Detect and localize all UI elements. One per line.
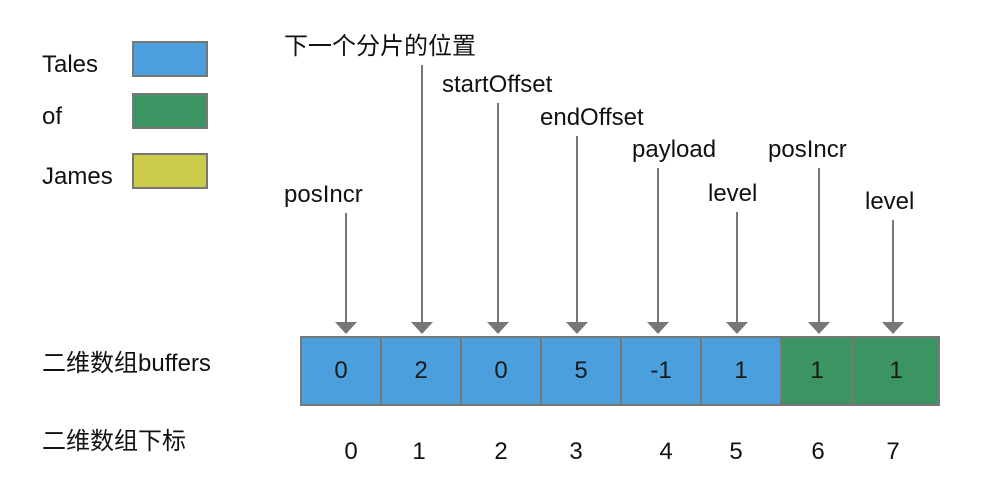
arrow-head-7: [882, 322, 904, 334]
buffer-cell-1: 2: [380, 336, 462, 406]
arrow-head-1: [411, 322, 433, 334]
indices-row-label: 二维数组下标: [42, 428, 186, 455]
buffer-cell-0: 0: [300, 336, 382, 406]
arrow-head-5: [726, 322, 748, 334]
index-7: 7: [886, 438, 900, 465]
buffer-cell-value: 1: [734, 357, 748, 384]
buffer-cell-value: 0: [334, 357, 348, 384]
buffer-cell-value: -1: [650, 357, 672, 384]
buffer-cell-3: 5: [540, 336, 622, 406]
buffer-cell-value: 1: [889, 357, 903, 384]
buffer-cell-value: 5: [574, 357, 588, 384]
index-1: 1: [412, 438, 426, 465]
arrow-head-3: [566, 322, 588, 334]
buffer-cell-value: 0: [494, 357, 508, 384]
arrow-head-6: [808, 322, 830, 334]
annotation-level-7: level: [865, 188, 915, 215]
buffer-cell-7: 1: [852, 336, 940, 406]
legend-swatch-tales: [132, 41, 208, 77]
arrow-head-2: [487, 322, 509, 334]
arrow-head-0: [335, 322, 357, 334]
buffer-cell-2: 0: [460, 336, 542, 406]
annotation-posincr-6: posIncr: [768, 136, 847, 163]
index-2: 2: [494, 438, 508, 465]
annotation-posincr-0: posIncr: [284, 181, 363, 208]
index-4: 4: [659, 438, 673, 465]
legend-swatch-of: [132, 93, 208, 129]
annotation-endoffset: endOffset: [540, 104, 644, 131]
annotation-payload: payload: [632, 136, 717, 163]
buffer-cell-value: 1: [810, 357, 824, 384]
index-5: 5: [729, 438, 743, 465]
buffer-cell-6: 1: [780, 336, 854, 406]
buffer-cell-5: 1: [700, 336, 782, 406]
index-6: 6: [811, 438, 825, 465]
legend-label-of: of: [42, 103, 63, 130]
legend-label-tales: Tales: [42, 51, 99, 78]
legend-label-james: James: [42, 163, 113, 190]
buffers-row-label: 二维数组buffers: [42, 350, 211, 377]
buffer-cell-value: 2: [414, 357, 428, 384]
index-3: 3: [569, 438, 583, 465]
index-0: 0: [344, 438, 358, 465]
buffer-cell-4: -1: [620, 336, 702, 406]
annotation-next-fragment-position: 下一个分片的位置: [284, 33, 476, 60]
arrow-head-4: [647, 322, 669, 334]
annotation-level-5: level: [708, 180, 758, 207]
annotation-startoffset: startOffset: [442, 71, 553, 98]
legend-swatch-james: [132, 153, 208, 189]
